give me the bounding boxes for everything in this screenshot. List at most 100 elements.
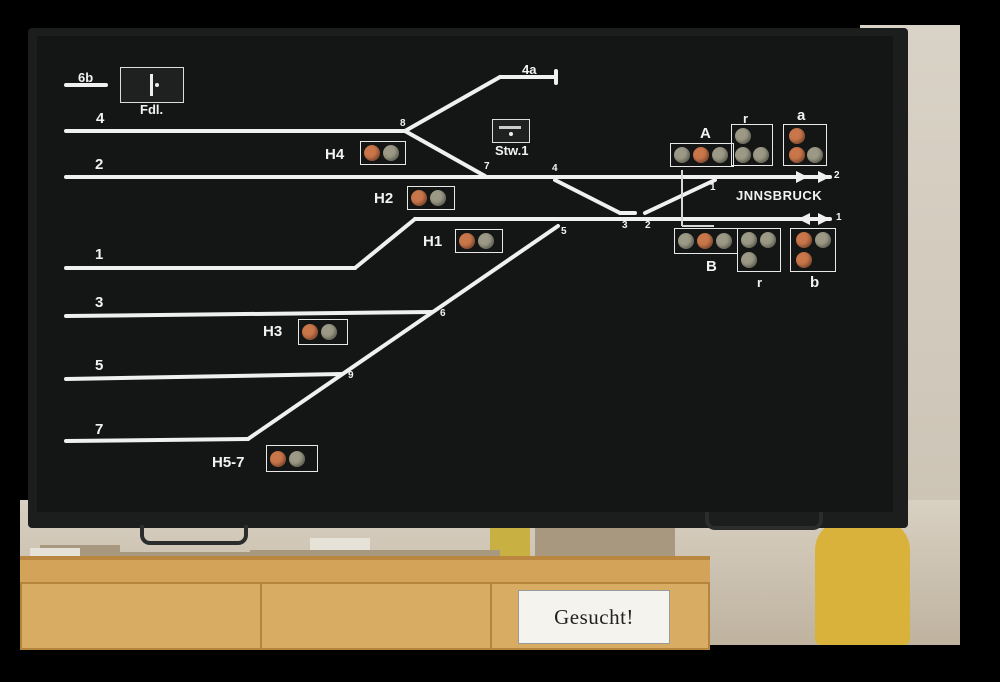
board-handle [705, 510, 823, 530]
signal-b-r-lamp [760, 232, 776, 248]
signal-h4-lamp-grey [383, 145, 399, 161]
stw1-panel-icon [492, 119, 530, 143]
signal-label-a-small: a [797, 107, 806, 124]
signal-a-r-lamp [735, 128, 751, 144]
wanted-sign: Gesucht! [518, 590, 670, 644]
arrow-out-2 [818, 171, 830, 183]
track-label-3: 3 [95, 294, 104, 311]
signal-a-lamp-1 [674, 147, 690, 163]
signal-a[interactable] [670, 143, 734, 167]
signal-label-r-bottom: r [757, 275, 763, 290]
signal-label-r-top: r [743, 111, 749, 126]
signal-b-small-lamp [796, 232, 812, 248]
signal-h4-lamp-red [364, 145, 380, 161]
signal-h2-lamp-red [411, 190, 427, 206]
track-label-6b: 6b [78, 70, 94, 85]
signal-a-small[interactable] [783, 124, 827, 166]
crossover-2-1 [643, 178, 717, 215]
track-7-diagonal [246, 224, 560, 441]
track-4-connector [403, 129, 487, 178]
track-label-out-1: 1 [836, 212, 842, 223]
board-handle [140, 525, 248, 545]
track-label-4: 4 [96, 110, 105, 127]
signal-label-b-small: b [810, 274, 820, 291]
signal-b-r-lamp [741, 252, 757, 268]
signal-label-h4: H4 [325, 146, 345, 163]
signal-h2-lamp-grey [430, 190, 446, 206]
fdl-dot [155, 83, 159, 87]
stw1-dot [509, 132, 513, 136]
signal-a-lamp-2 [693, 147, 709, 163]
track-diagram-board [37, 36, 893, 512]
fdl-panel-icon [120, 67, 184, 103]
signal-label-b-main: B [706, 258, 717, 275]
signal-label-h1: H1 [423, 233, 443, 250]
cabinet-door [260, 582, 492, 650]
signal-h3-lamp-grey [321, 324, 337, 340]
signal-h5-7-lamp-red [270, 450, 286, 467]
switch-6: 6 [440, 308, 446, 319]
signal-b-small-lamp [815, 232, 831, 248]
switch-5: 5 [561, 226, 567, 237]
signal-label-h2: H2 [374, 190, 394, 207]
track-label-7: 7 [95, 421, 104, 438]
signal-b-lamp-2 [697, 233, 713, 249]
signal-b-r-lamp [741, 232, 757, 248]
track-1-ramp [353, 217, 417, 270]
signal-label-h3: H3 [263, 323, 283, 340]
stw1-label: Stw.1 [495, 143, 529, 158]
crossover-4-3 [553, 178, 622, 215]
signal-h4[interactable] [360, 141, 406, 165]
signal-a-r-block[interactable] [731, 124, 773, 166]
switch-3: 3 [622, 220, 628, 231]
signal-label-h5-7: H5-7 [212, 454, 245, 471]
signal-h5-7-lamp-grey [289, 450, 305, 467]
track-label-out-2: 2 [834, 170, 840, 181]
signal-h3[interactable] [298, 319, 348, 345]
arrow-out-1 [818, 213, 830, 225]
track-3 [64, 310, 434, 318]
destination-label: JNNSBRUCK [736, 188, 823, 203]
stw1-bar [499, 126, 521, 129]
cabinet-door [20, 582, 262, 650]
signal-b-lamp-3 [716, 233, 732, 249]
fdl-label: Fdl. [140, 102, 164, 117]
fdl-bar [150, 74, 153, 96]
switch-7: 7 [484, 161, 490, 172]
signal-b-small-lamp [796, 252, 812, 268]
signal-a-small-lamp [789, 128, 805, 144]
arrow-in-2 [796, 171, 808, 183]
signal-label-a-main: A [700, 125, 711, 142]
track-label-4a: 4a [522, 62, 537, 77]
switch-9: 9 [348, 370, 354, 381]
signal-b-lamp-1 [678, 233, 694, 249]
signal-b[interactable] [674, 228, 738, 254]
signal-a-lamp-3 [712, 147, 728, 163]
switch-8: 8 [400, 118, 406, 129]
track-7 [64, 437, 250, 443]
track-label-5: 5 [95, 357, 104, 374]
track-4-branch [403, 75, 502, 133]
signal-a-small-lamp [807, 147, 823, 163]
signal-a-r-lamp [753, 147, 769, 163]
signal-h1[interactable] [455, 229, 503, 253]
signal-h3-lamp-red [302, 324, 318, 340]
yellow-jacket [815, 520, 910, 645]
switch-1: 1 [710, 182, 716, 193]
switch-4: 4 [552, 163, 558, 174]
signal-h1-lamp-grey [478, 233, 494, 249]
signal-h5-7[interactable] [266, 445, 318, 472]
track-label-1: 1 [95, 246, 104, 263]
signal-b-r-block[interactable] [737, 228, 781, 272]
signal-h1-lamp-red [459, 233, 475, 249]
arrow-in-1 [798, 213, 810, 225]
switch-2: 2 [645, 220, 651, 231]
signal-a-small-lamp [789, 147, 805, 163]
track-5 [64, 372, 344, 381]
signal-a-r-lamp [735, 147, 751, 163]
signal-b-small[interactable] [790, 228, 836, 272]
track-label-2: 2 [95, 156, 104, 173]
signal-h2[interactable] [407, 186, 455, 210]
